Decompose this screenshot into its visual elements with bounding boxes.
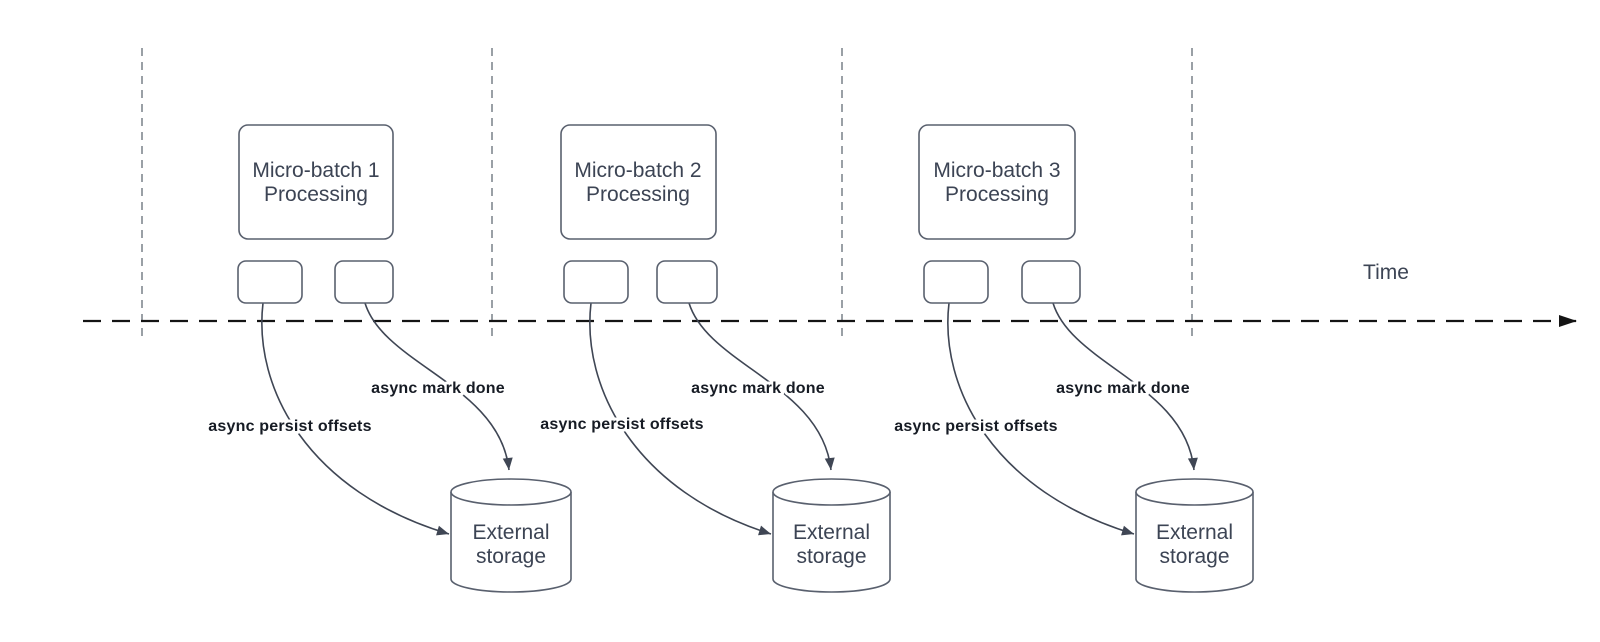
persist-offsets-label-3: async persist offsets [894,418,1057,435]
persist-offsets-task-box-3 [923,260,989,304]
persist-offsets-arrow-3 [947,302,1135,536]
micro-batch-1-box [238,124,394,240]
external-storage-label-1-line1: External [472,521,549,544]
mark-done-arrow-1 [364,302,513,471]
micro-batch-group-2: Micro-batch 2 Processing async persist o… [537,124,891,593]
persist-offsets-task-box-1 [237,260,303,304]
external-storage-body-2 [772,492,891,593]
external-storage-1: External storage [450,478,572,593]
mark-done-task-box-3 [1021,260,1081,304]
persist-offsets-label-1: async persist offsets [208,418,371,435]
external-storage-label-2-line1: External [793,521,870,544]
mark-done-task-box-1 [334,260,394,304]
mark-done-label-1: async mark done [371,380,505,397]
mark-done-label-2: async mark done [691,380,825,397]
persist-offsets-task-box-2 [563,260,629,304]
micro-batch-group-1: Micro-batch 1 Processing async persist o… [205,124,572,593]
external-storage-body-3 [1135,492,1254,593]
external-storage-label-1-line2: storage [476,545,546,568]
mark-done-arrow-2 [688,302,835,471]
persist-offsets-label-2: async persist offsets [540,416,703,433]
micro-batch-2-box [560,124,717,240]
external-storage-label-3-line1: External [1156,521,1233,544]
micro-batch-3-box [918,124,1076,240]
micro-batch-1-title-line1: Micro-batch 1 [252,159,379,182]
external-storage-body-1 [450,492,572,593]
external-storage-2: External storage [772,478,891,593]
external-storage-top-1 [450,478,572,506]
external-storage-top-2 [772,478,891,506]
time-axis-label: Time [1363,261,1409,284]
external-storage-top-3 [1135,478,1254,506]
micro-batch-3-title-line1: Micro-batch 3 [933,159,1060,182]
micro-batch-group-3: Micro-batch 3 Processing async persist o… [891,124,1254,593]
mark-done-label-3: async mark done [1056,380,1190,397]
micro-batch-1-title-line2: Processing [264,183,368,206]
mark-done-arrow-3 [1052,302,1198,471]
mark-done-task-box-2 [656,260,718,304]
micro-batch-3-title-line2: Processing [945,183,1049,206]
micro-batch-2-title-line1: Micro-batch 2 [574,159,701,182]
persist-offsets-arrow-2 [589,302,772,536]
external-storage-label-3-line2: storage [1159,545,1229,568]
external-storage-3: External storage [1135,478,1254,593]
micro-batch-2-title-line2: Processing [586,183,690,206]
persist-offsets-arrow-1 [261,302,450,536]
external-storage-label-2-line2: storage [796,545,866,568]
